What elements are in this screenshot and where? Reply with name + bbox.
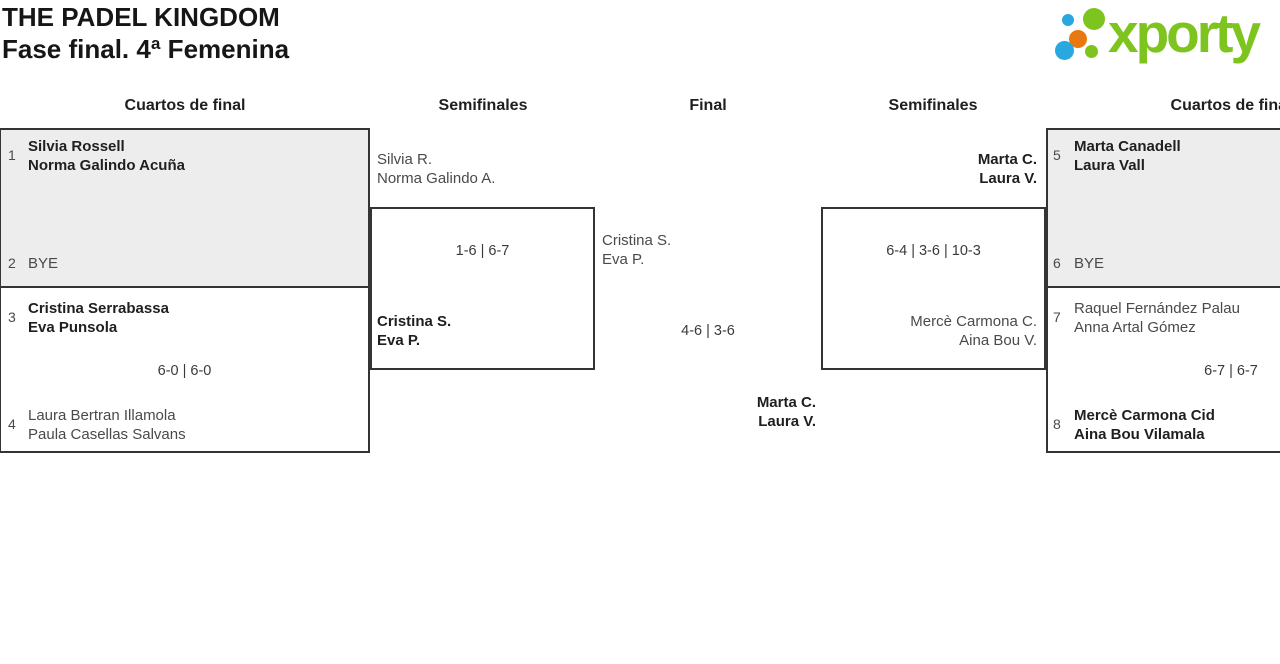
player-line: Mercè Carmona Cid <box>1074 407 1215 424</box>
player-line: Mercè Carmona C. <box>910 313 1037 330</box>
team-names: Marta C. Laura V. <box>837 150 1037 188</box>
player-line: Norma Galindo Acuña <box>28 157 185 174</box>
player-line: Laura V. <box>758 413 816 430</box>
team-names: Marta Canadell Laura Vall <box>1074 137 1181 175</box>
round-label-semifinal-left: Semifinales <box>438 97 528 114</box>
logo-dot-blue-large <box>1055 41 1074 60</box>
round-label-final: Final <box>689 97 727 114</box>
team-names: Silvia R. Norma Galindo A. <box>377 150 495 188</box>
match-box-quarters-right-2 <box>1046 286 1280 453</box>
player-line: Eva P. <box>602 251 645 268</box>
match-score: 4-6 | 3-6 <box>681 323 735 339</box>
team-names: BYE <box>1074 254 1104 273</box>
team-names: Mercè Carmona C. Aina Bou V. <box>837 312 1037 350</box>
player-line: Aina Bou Vilamala <box>1074 426 1205 443</box>
player-line: Cristina Serrabassa <box>28 300 169 317</box>
logo-dot-blue-small <box>1062 14 1074 26</box>
seed-number: 8 <box>1053 416 1061 432</box>
player-line: Cristina S. <box>377 313 452 330</box>
player-line: Silvia Rossell <box>28 138 125 155</box>
player-line: Paula Casellas Salvans <box>28 426 186 443</box>
player-line: Laura Vall <box>1074 157 1145 174</box>
round-label-quarters-left: Cuartos de final <box>124 97 246 114</box>
match-score: 1-6 | 6-7 <box>455 243 510 259</box>
player-line: Aina Bou V. <box>959 332 1037 349</box>
player-line: Cristina S. <box>602 232 672 249</box>
player-line: Eva P. <box>377 332 421 349</box>
seed-number: 7 <box>1053 309 1061 325</box>
team-names: BYE <box>28 254 58 273</box>
team-names: Cristina S. Eva P. <box>602 231 671 269</box>
seed-number: 2 <box>8 255 16 271</box>
seed-number: 5 <box>1053 147 1061 163</box>
team-names: Cristina Serrabassa Eva Punsola <box>28 299 169 337</box>
team-names: Laura Bertran Illamola Paula Casellas Sa… <box>28 406 186 444</box>
seed-number: 3 <box>8 309 16 325</box>
match-box-semifinal-right <box>821 207 1046 370</box>
seed-number: 6 <box>1053 255 1061 271</box>
match-score: 6-0 | 6-0 <box>157 363 212 379</box>
team-names: Marta C. Laura V. <box>616 393 816 431</box>
player-line: BYE <box>1074 255 1105 272</box>
team-names: Silvia Rossell Norma Galindo Acuña <box>28 137 185 175</box>
player-line: Silvia R. <box>377 151 433 168</box>
match-score: 6-4 | 3-6 | 10-3 <box>886 243 981 259</box>
match-box-quarters-left-1 <box>0 128 370 288</box>
seed-number: 4 <box>8 416 16 432</box>
player-line: Laura V. <box>979 170 1037 187</box>
logo-dot-orange <box>1069 30 1087 48</box>
team-names: Cristina S. Eva P. <box>377 312 451 350</box>
player-line: Eva Punsola <box>28 319 118 336</box>
match-box-quarters-right-1 <box>1046 128 1280 288</box>
logo-dot-green-large <box>1083 8 1105 30</box>
page-title: THE PADEL KINGDOM <box>2 2 280 32</box>
logo-dot-green-small <box>1085 45 1098 58</box>
player-line: Marta C. <box>756 394 816 411</box>
team-names: Raquel Fernández Palau Anna Artal Gómez <box>1074 299 1240 337</box>
match-score: 6-7 | 6-7 <box>1204 363 1258 379</box>
match-box-semifinal-left <box>370 207 595 370</box>
round-label-semifinal-right: Semifinales <box>888 97 978 114</box>
page-subtitle: Fase final. 4ª Femenina <box>2 34 290 64</box>
logo-wordmark: xporty <box>1108 2 1261 64</box>
match-box-quarters-left-2 <box>0 286 370 453</box>
player-line: Marta Canadell <box>1074 138 1181 155</box>
seed-number: 1 <box>8 147 16 163</box>
player-line: Marta C. <box>977 151 1037 168</box>
player-line: Anna Artal Gómez <box>1074 319 1196 336</box>
player-line: Laura Bertran Illamola <box>28 407 176 424</box>
player-line: BYE <box>28 255 59 272</box>
player-line: Norma Galindo A. <box>377 170 496 187</box>
round-label-quarters-right: Cuartos de final <box>1170 97 1280 114</box>
player-line: Raquel Fernández Palau <box>1074 300 1240 317</box>
team-names: Mercè Carmona Cid Aina Bou Vilamala <box>1074 406 1215 444</box>
